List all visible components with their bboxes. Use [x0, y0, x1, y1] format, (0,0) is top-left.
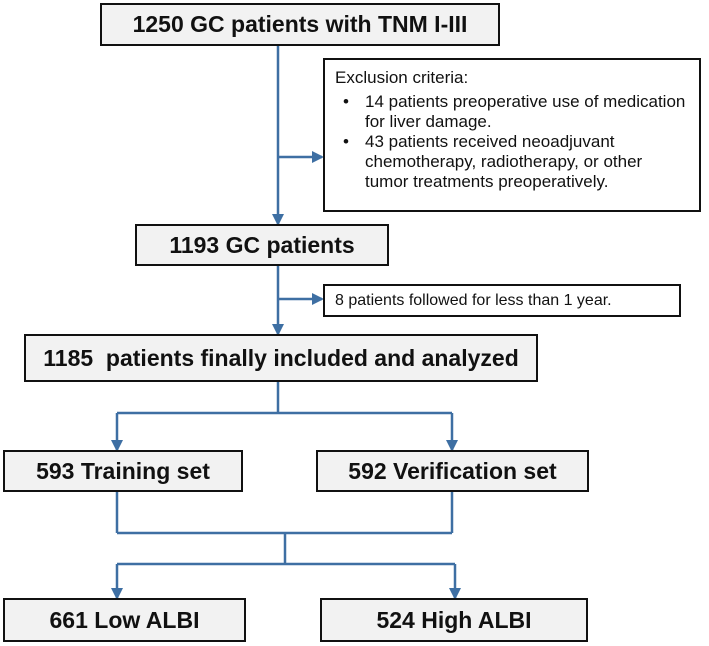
- exclusion-criteria-list: 14 patients preoperative use of medicati…: [335, 92, 689, 192]
- box-low-albi: 661 Low ALBI: [3, 598, 246, 642]
- box-training-set: 593 Training set: [3, 450, 243, 492]
- box-training-label: 593 Training set: [36, 457, 210, 484]
- box-final-label: 1185 patients finally included and analy…: [43, 344, 519, 371]
- box-start-label: 1250 GC patients with TNM I-III: [132, 11, 468, 37]
- box-after-exclusion-label: 1193 GC patients: [169, 231, 355, 258]
- box-low-albi-label: 661 Low ALBI: [49, 606, 200, 633]
- exclusion-item: 14 patients preoperative use of medicati…: [335, 92, 689, 132]
- box-after-exclusion: 1193 GC patients: [135, 224, 389, 266]
- box-high-albi-label: 524 High ALBI: [376, 606, 532, 633]
- exclusion-item: 43 patients received neoadjuvant chemoth…: [335, 132, 689, 192]
- box-verification-set: 592 Verification set: [316, 450, 589, 492]
- box-verification-label: 592 Verification set: [348, 457, 557, 484]
- exclusion-criteria-box: Exclusion criteria: 14 patients preopera…: [323, 58, 701, 212]
- box-high-albi: 524 High ALBI: [320, 598, 588, 642]
- followup-exclusion-label: 8 patients followed for less than 1 year…: [335, 292, 612, 309]
- box-start-cohort: 1250 GC patients with TNM I-III: [100, 3, 500, 46]
- box-final-included: 1185 patients finally included and analy…: [24, 334, 538, 382]
- followup-exclusion-box: 8 patients followed for less than 1 year…: [323, 284, 681, 317]
- exclusion-criteria-title: Exclusion criteria:: [335, 68, 469, 87]
